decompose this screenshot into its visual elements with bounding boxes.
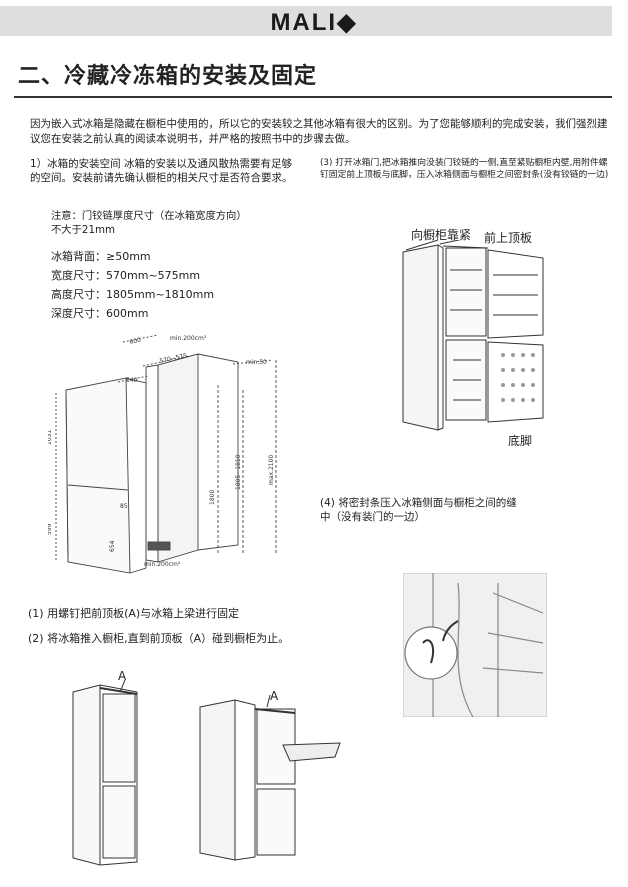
label-foot: 底脚 [508, 434, 533, 448]
step2-fridge-diagram [199, 695, 341, 861]
dim-upper-height: 1031 [48, 430, 53, 445]
dim-max-height: max.2100 [268, 455, 275, 485]
fridge-in-cabinet-diagram [402, 240, 544, 431]
title-divider [14, 96, 612, 98]
dim-vent-bottom: min.200cm² [144, 561, 181, 568]
dim-back-gap: min.50 [246, 359, 267, 366]
spec-back: 冰箱背面：≥50mm [51, 250, 151, 263]
label-a-step2: A [270, 689, 279, 703]
dim-lower-door: 654 [109, 540, 116, 552]
dim-depth: 600 [129, 337, 142, 346]
hinge-note-line2: 不大于21mm [51, 224, 116, 236]
logo-diamond-icon: ◆ [337, 9, 358, 36]
hinge-note-line1: 注意：门铰链厚度尺寸（在冰箱宽度方向） [51, 210, 247, 222]
label-push-to-cabinet: 向橱柜靠紧 [411, 228, 472, 242]
spec-depth: 深度尺寸：600mm [51, 307, 149, 320]
dim-cabinet-height: 1805~1810 [235, 454, 242, 490]
label-front-top-plate: 前上顶板 [484, 231, 533, 245]
brand-logo: MALI◆ [270, 9, 358, 36]
seal-strip-photo [403, 573, 547, 717]
intro-paragraph: 因为嵌入式冰箱是隐藏在橱柜中使用的，所以它的安装较之其他冰箱有很大的区别。为了您… [30, 118, 608, 145]
brand-bar [0, 6, 612, 36]
spec-width: 宽度尺寸：570mm~575mm [51, 269, 201, 282]
page-title: 二、冷藏冷冻箱的安装及固定 [18, 64, 318, 89]
step2-text: (2) 将冰箱推入橱柜,直到前顶板（A）碰到橱柜为止。 [28, 632, 290, 645]
label-a-step1: A [118, 669, 127, 683]
dim-lower-height: 599 [48, 523, 53, 535]
step1-text: (1) 用螺钉把前顶板(A)与冰箱上梁进行固定 [28, 607, 240, 620]
spec-height: 高度尺寸：1805mm~1810mm [51, 288, 215, 301]
section1-text: 1）冰箱的安装空间 冰箱的安装以及通风散热需要有足够的空间。安装前请先确认橱柜的… [30, 158, 293, 184]
dim-vent-top: min.200cm² [170, 335, 207, 342]
installation-dimension-diagram: 600 min.200cm² 570~575 min.50 540 1031 8… [48, 334, 277, 574]
step1-fridge-diagram [72, 680, 138, 866]
dim-gap: 85 [120, 503, 128, 510]
dim-1800: 1800 [209, 490, 216, 505]
section4-text: (4) 将密封条压入冰箱侧面与橱柜之间的缝中（没有装门的一边） [320, 497, 517, 523]
section3-text: (3) 打开冰箱门,把冰箱推向没装门铰链的一侧,直至紧贴橱柜内壁,用附件螺钉固定… [320, 158, 609, 180]
dim-fridge-width: 540 [126, 377, 138, 384]
